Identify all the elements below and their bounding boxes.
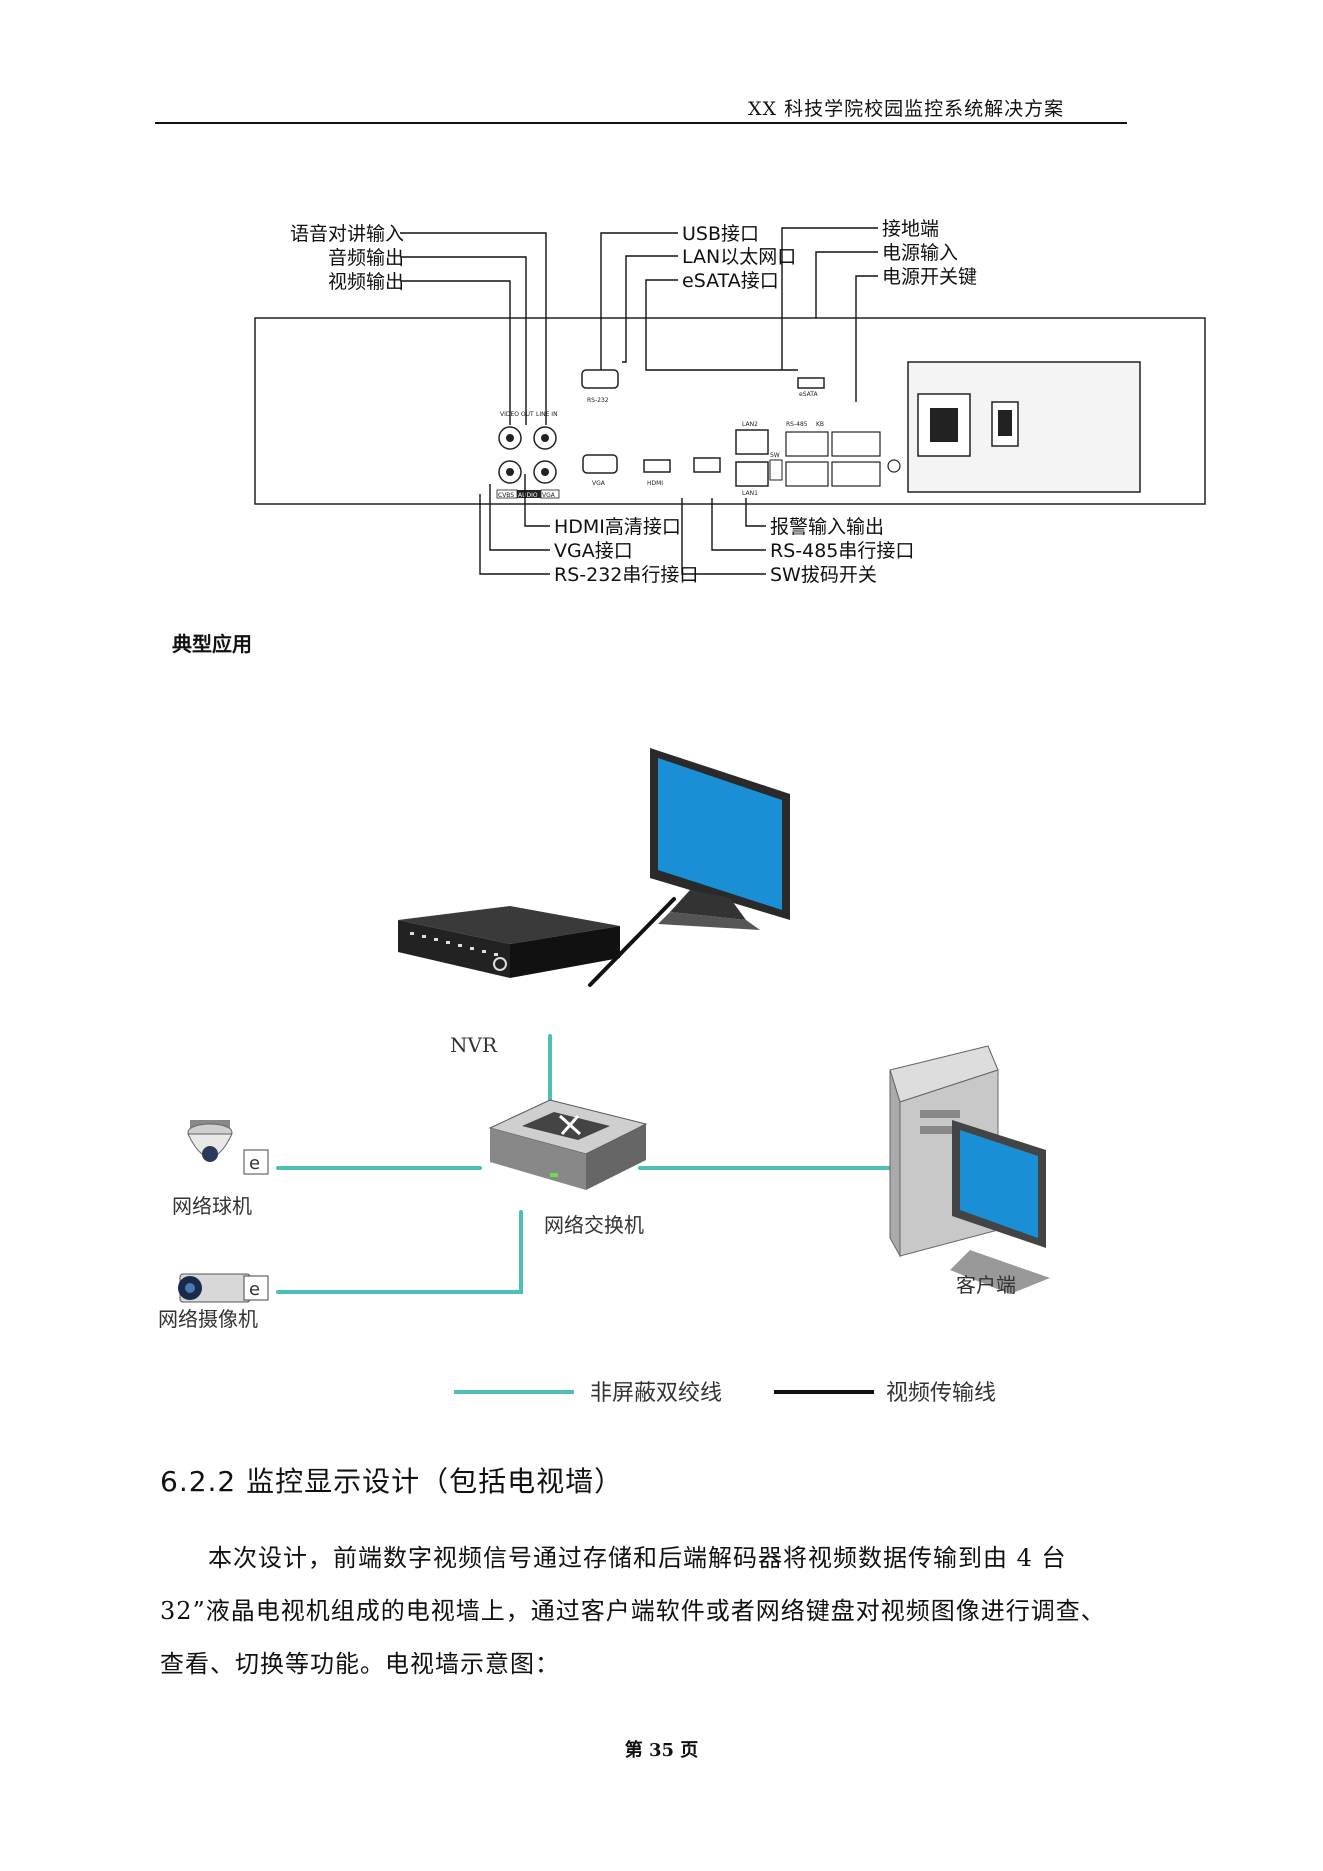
network-switch-icon <box>488 1099 648 1190</box>
terminal-block-group <box>769 431 881 487</box>
monitor-icon <box>650 748 790 930</box>
callout-rs485-port: RS-485串行接口 <box>770 540 914 562</box>
callout-rs232-port: RS-232串行接口 <box>554 564 698 586</box>
panel-text-esata: eSATA <box>799 391 818 398</box>
callout-power-switch: 电源开关键 <box>882 266 977 288</box>
panel-text-hdmi: HDMI <box>647 480 663 487</box>
bnc-connector-group <box>496 426 560 499</box>
nvr-device-icon <box>398 906 620 978</box>
callout-audio-output: 音频输出 <box>328 247 404 269</box>
svg-text:e: e <box>249 1279 260 1300</box>
callout-alarm-io: 报警输入输出 <box>770 516 884 538</box>
document-header-title: XX 科技学院校园监控系统解决方案 <box>748 98 1065 120</box>
callout-esata-port: eSATA接口 <box>682 270 779 292</box>
callout-sw-dip-switch: SW拔码开关 <box>770 564 877 586</box>
vga-connector <box>582 454 618 474</box>
callout-ground-terminal: 接地端 <box>882 218 939 240</box>
panel-text-line-in: LINE IN <box>536 411 558 418</box>
legend-video-label: 视频传输线 <box>886 1381 996 1406</box>
section-heading: 6.2.2 监控显示设计（包括电视墙） <box>160 1465 624 1498</box>
legend-utp-label: 非屏蔽双绞线 <box>590 1381 722 1406</box>
panel-text-sw: SW <box>770 452 780 459</box>
usb-connector <box>693 457 721 473</box>
rs232-connector <box>581 369 619 389</box>
network-camera-icon: e <box>178 1273 269 1303</box>
leader-lines <box>400 227 878 575</box>
panel-text-rs232: RS-232 <box>587 397 609 404</box>
panel-text-lan2: LAN2 <box>742 421 758 428</box>
panel-text-cvbs: CVBS <box>498 492 514 499</box>
hdmi-connector <box>643 459 671 473</box>
cable-lines <box>276 897 900 1294</box>
svg-text:e: e <box>249 1153 260 1174</box>
section-label-typical-application: 典型应用 <box>172 632 252 656</box>
panel-text-vga-small: VGA <box>542 492 556 499</box>
callout-vga-port: VGA接口 <box>554 540 633 562</box>
header-rule <box>155 122 1127 124</box>
label-client: 客户端 <box>956 1273 1016 1297</box>
panel-text-audio: AUDIO <box>518 492 538 499</box>
lan1-connector <box>735 461 769 487</box>
page-number: 第 35 页 <box>624 1740 699 1761</box>
callout-video-output: 视频输出 <box>328 271 404 293</box>
esata-connector <box>797 377 825 389</box>
panel-text-kb: KB <box>816 421 824 428</box>
rear-panel-figure: VIDEO OUT LINE IN CVBS AUDIO VGA RS-232 … <box>254 218 1206 586</box>
panel-text-video-out: VIDEO OUT <box>500 411 534 418</box>
callout-usb-port: USB接口 <box>682 223 759 245</box>
label-nvr: NVR <box>450 1033 498 1057</box>
lan2-connector <box>735 429 769 455</box>
panel-text-rs485: RS-485 <box>786 421 808 428</box>
panel-text-vga-port: VGA <box>592 480 606 487</box>
client-pc-icon <box>889 1045 1050 1294</box>
label-dome-camera: 网络球机 <box>172 1194 252 1218</box>
callout-voice-intercom-input: 语音对讲输入 <box>290 223 404 245</box>
callout-hdmi-port: HDMI高清接口 <box>554 516 681 538</box>
callout-lan-port: LAN以太网口 <box>682 246 796 268</box>
ground-terminal-icon <box>887 459 901 473</box>
network-topology-figure: NVR 网络交换机 e 网络球机 e 网络摄像机 客户端 <box>158 748 1050 1406</box>
dome-camera-icon: e <box>187 1120 269 1175</box>
body-paragraph: 本次设计，前端数字视频信号通过存储和后端解码器将视频数据传输到由 4 台 32”… <box>160 1544 1106 1678</box>
panel-text-lan1: LAN1 <box>742 490 758 497</box>
label-network-switch: 网络交换机 <box>544 1213 644 1237</box>
callout-power-input: 电源输入 <box>882 242 958 264</box>
label-network-camera: 网络摄像机 <box>158 1307 258 1331</box>
